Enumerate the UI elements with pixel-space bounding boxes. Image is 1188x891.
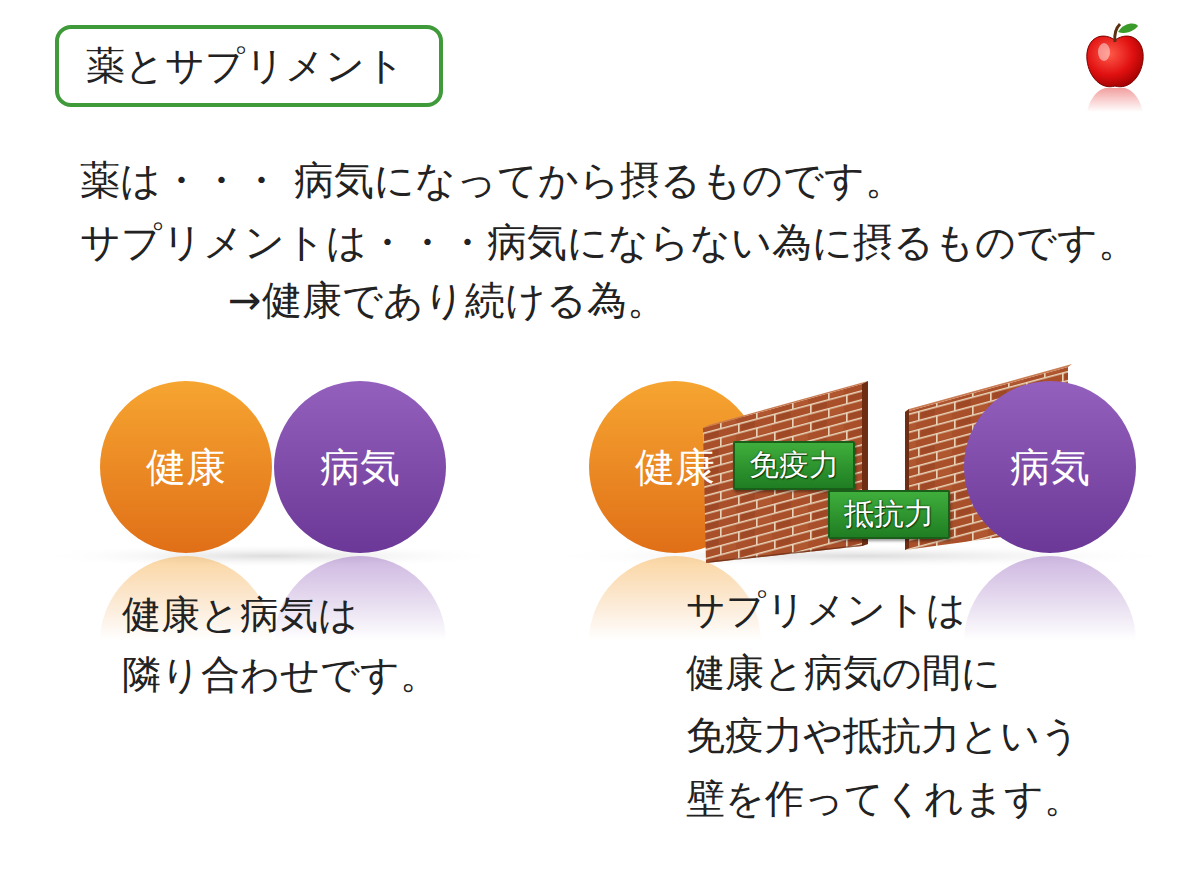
health-circle: 健康 bbox=[100, 381, 272, 553]
node-text: 健康 bbox=[146, 440, 226, 495]
node-text: 病気 bbox=[320, 440, 400, 495]
disease-circle: 病気 bbox=[274, 381, 446, 553]
statement-text: サプリメントは・・・病気にならない為に摂るものです。 bbox=[80, 214, 1138, 270]
immunity-label: 免疫力 bbox=[733, 441, 855, 490]
node-text: 病気 bbox=[1010, 440, 1090, 495]
node-text: 健康 bbox=[635, 440, 715, 495]
node-text: 免疫力 bbox=[749, 445, 839, 486]
title-box: 薬とサプリメント bbox=[55, 25, 443, 107]
caption-text: 健康と病気は 隣り合わせです。 bbox=[122, 585, 442, 705]
title-text: 薬とサプリメント bbox=[86, 39, 405, 93]
caption-text: サプリメントは 健康と病気の間に 免疫力や抵抗力という 壁を作ってくれます。 bbox=[686, 578, 1136, 830]
disease-circle: 病気 bbox=[964, 381, 1136, 553]
resistance-label: 抵抗力 bbox=[828, 490, 950, 539]
node-text: 抵抗力 bbox=[844, 494, 934, 535]
statement-text: →健康であり続ける為。 bbox=[228, 272, 667, 328]
circle-outline bbox=[100, 381, 272, 553]
circle-outline bbox=[274, 381, 446, 553]
statement-text: 薬は・・・ 病気になってから摂るものです。 bbox=[80, 152, 905, 208]
circle-outline bbox=[964, 381, 1136, 553]
